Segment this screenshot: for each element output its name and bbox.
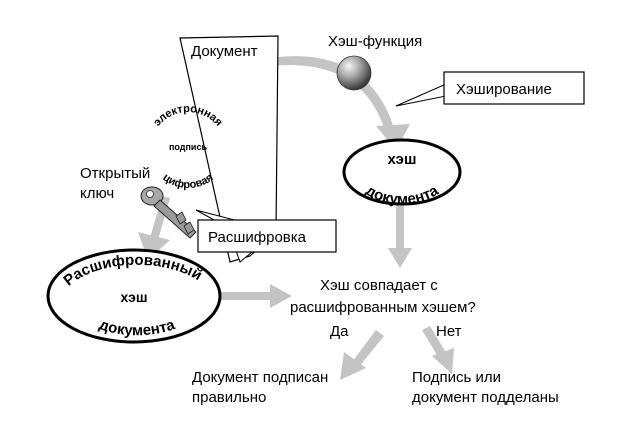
arrow-rhash-right: [210, 292, 274, 300]
decrypted-hash-ellipse: Расшифрованный хэш документа: [46, 248, 222, 344]
svg-text:документа: документа: [97, 316, 178, 339]
result-no-line2: документ подделаны: [412, 389, 559, 406]
hash-function-sphere: Хэш-функция: [328, 33, 422, 91]
key-icon: [140, 186, 197, 239]
arrow-head-hash: [376, 124, 410, 150]
question-line1: Хэш совпадает с: [320, 277, 438, 294]
hashing-label: Хэширование: [456, 81, 552, 98]
hashing-callout: Хэширование: [395, 71, 585, 107]
public-key-line2: ключ: [80, 185, 114, 202]
arrow-yes: [352, 330, 384, 368]
answer-yes-label: Да: [330, 323, 349, 340]
flow-arrows: [138, 56, 454, 380]
result-no-line1: Подпись или: [412, 369, 501, 386]
decryption-label: Расшифровка: [208, 229, 307, 246]
decryption-callout: Расшифровка: [195, 209, 337, 253]
result-yes-line1: Документ подписан: [192, 369, 328, 386]
arrow-head-dochash: [388, 248, 412, 268]
document-label: Документ: [191, 43, 258, 60]
svg-text:цифровая: цифровая: [160, 171, 215, 191]
signature-line2: подпись: [169, 142, 208, 152]
hash-function-label: Хэш-функция: [328, 33, 422, 50]
answer-no-label: Нет: [436, 323, 462, 340]
document-hash-ellipse: хэш документа: [342, 138, 462, 208]
arrow-head-yes: [340, 352, 366, 380]
decrypted-hash-line3: документа: [97, 316, 178, 339]
arrow-dochash-down: [396, 200, 404, 252]
signature-line3: цифровая: [160, 171, 215, 191]
result-yes-line2: правильно: [192, 389, 266, 406]
question-line2: расшифрованным хэшем?: [290, 299, 476, 316]
document-hash-line1: хэш: [388, 151, 417, 168]
arrow-to-hash: [270, 56, 395, 134]
arrow-head-rhash: [270, 284, 292, 308]
arrow-no: [422, 326, 448, 360]
arrow-head-no: [432, 348, 454, 374]
decrypted-hash-line2: хэш: [120, 289, 147, 305]
public-key-line1: Открытый: [80, 165, 150, 182]
